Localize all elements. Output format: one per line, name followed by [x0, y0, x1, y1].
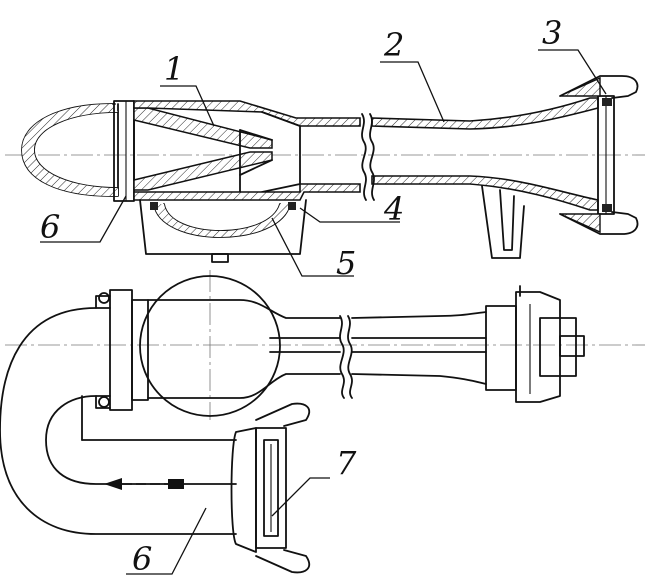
leader-lines [40, 49, 607, 575]
body-lower-wall [133, 183, 361, 201]
label-2: 2 [383, 26, 404, 64]
support-leg [481, 185, 525, 259]
label-5: 5 [336, 244, 356, 282]
exterior-view [0, 270, 645, 574]
seal-4-left [150, 202, 158, 210]
sectional-view [5, 75, 645, 263]
label-4: 4 [383, 190, 404, 228]
coupling-head-3 [559, 75, 639, 235]
ejector-body-exterior [147, 299, 341, 319]
diffuser-2 [361, 97, 599, 259]
pipe-flange [109, 289, 133, 411]
suction-inlet-5 [139, 199, 307, 263]
label-3: 3 [542, 14, 562, 52]
nozzle-1 [133, 107, 273, 191]
suction-chamber-circle [139, 275, 281, 417]
seal-4-right [288, 202, 296, 210]
label-1: 1 [164, 50, 184, 88]
label-6-bottom: 6 [132, 540, 152, 578]
joint-flange [113, 100, 135, 202]
coupling-7 [230, 402, 311, 574]
body-upper-wall [133, 100, 361, 127]
label-6-top: 6 [40, 208, 60, 246]
flow-direction-arrow [104, 478, 184, 490]
u-bend-pipe-6 [0, 307, 237, 535]
label-7: 7 [336, 444, 357, 482]
